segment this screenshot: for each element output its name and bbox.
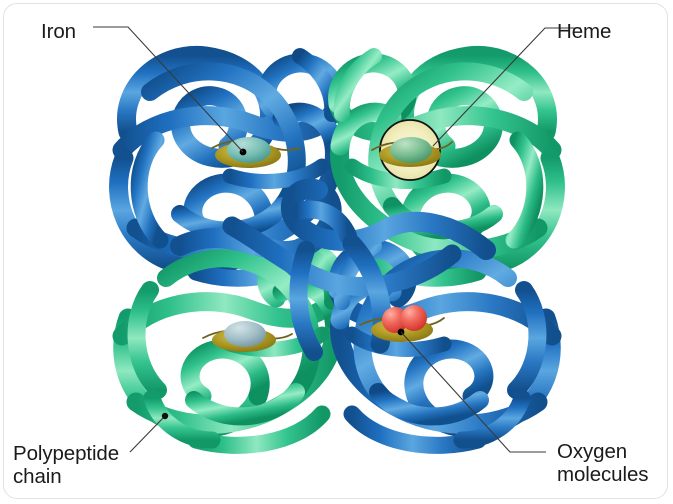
leader-line-heme [432, 27, 581, 147]
oxygen-atom-1 [382, 307, 408, 333]
oxygen-atom-2 [401, 305, 427, 331]
label-oxygen-molecules-line2: molecules [557, 463, 649, 486]
leader-line-iron [93, 26, 244, 153]
label-heme: Heme [557, 20, 612, 43]
callout-leader-lines [93, 26, 581, 453]
label-iron: Iron [41, 20, 76, 43]
label-oxygen-molecules-line1: Oxygen [557, 440, 628, 463]
label-polypeptide-chain-line2: chain [13, 465, 62, 488]
polypeptide-anchor-dot [161, 412, 169, 420]
label-polypeptide-chain-line1: Polypeptide [13, 442, 120, 465]
heme-group-top-right [371, 119, 453, 181]
leader-line-oxygen [400, 331, 546, 453]
subunit-beta-2-bottom-left [112, 238, 346, 454]
leader-line-polypeptide [129, 415, 166, 453]
heme-group-bottom-right [359, 305, 445, 342]
heme-group-bottom-left [202, 321, 293, 352]
